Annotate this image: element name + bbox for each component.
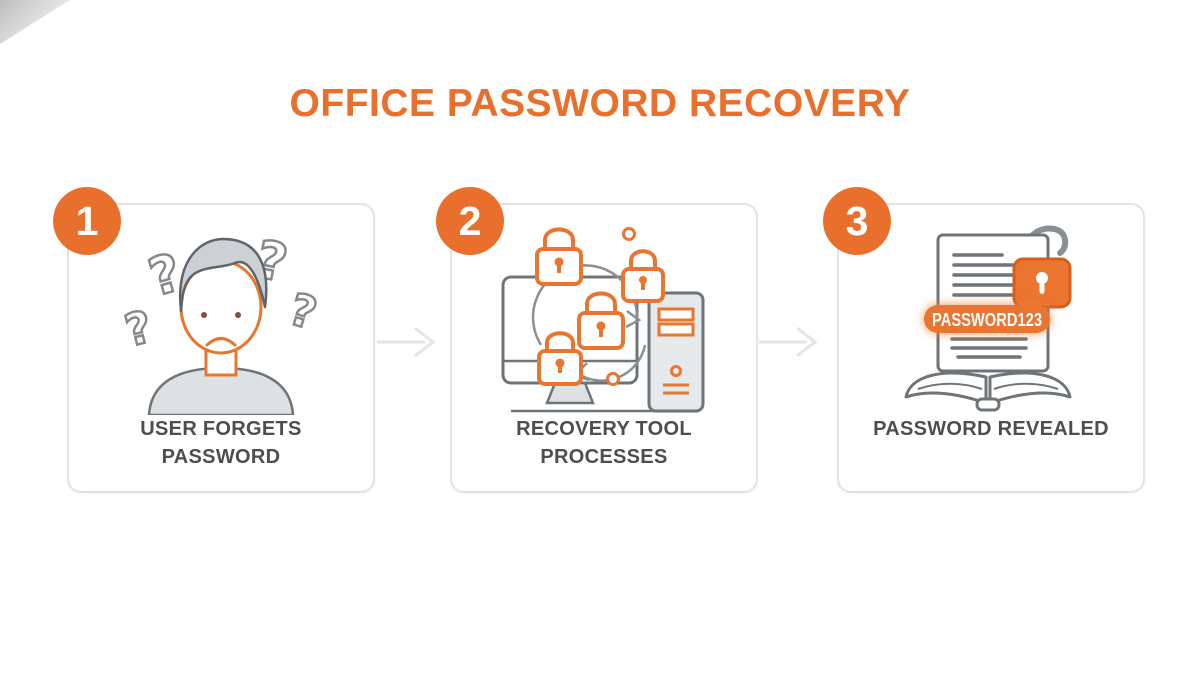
document-unlocked-icon: PASSWORD123 [876, 219, 1106, 424]
step-1-number: 1 [75, 197, 99, 244]
password-pill: PASSWORD123 [924, 305, 1050, 333]
closed-lock [1012, 257, 1072, 309]
step-3-number-badge: 3 [823, 187, 891, 255]
confused-user-question-marks-icon: ? ? ? ? [109, 219, 333, 420]
step-1-number-badge: 1 [53, 187, 121, 255]
arrow-right-icon [759, 326, 818, 358]
svg-text:?: ? [284, 284, 323, 340]
step-1-label: USER FORGETS PASSWORD [140, 418, 302, 468]
padlocks [535, 227, 665, 386]
step-2-number: 2 [458, 197, 482, 244]
page-title: OFFICE PASSWORD RECOVERY [289, 82, 911, 125]
step-2-label: RECOVERY TOOL PROCESSES [516, 418, 692, 468]
computer-cracking-padlocks-icon [489, 219, 719, 424]
computer [501, 275, 705, 413]
open-book [904, 371, 1072, 412]
page-corner-fold [0, 0, 70, 44]
step-3-number: 3 [845, 197, 869, 244]
step-2-number-badge: 2 [436, 187, 504, 255]
revealed-password-text: PASSWORD123 [932, 310, 1042, 330]
step-card-1: 1 ? ? ? ? USER FORGETS PASSWORD [53, 187, 375, 493]
arrow-right-icon [377, 326, 436, 358]
step-3-label: PASSWORD REVEALED [873, 418, 1109, 440]
svg-text:?: ? [120, 301, 157, 357]
person-figure [147, 237, 295, 417]
step-card-3: 3 [823, 187, 1145, 493]
step-card-2: 2 [436, 187, 758, 493]
